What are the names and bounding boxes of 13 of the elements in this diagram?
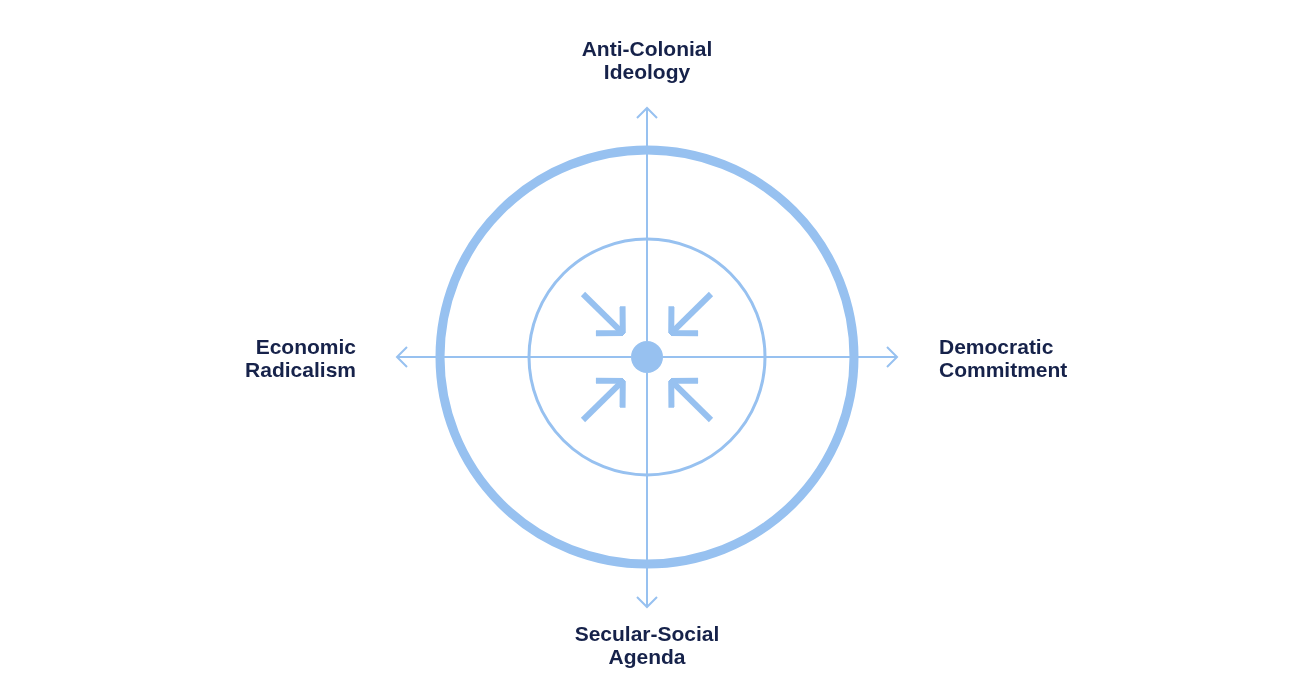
axis-arrow [636,107,658,342]
axis-label: Economic Radicalism [225,335,356,381]
inward-arrow [668,377,714,423]
axis-label: Secular-Social Agenda [557,622,737,668]
center-dot [631,341,663,373]
axis-arrow [662,346,898,368]
inward-arrow [580,377,626,423]
axis-arrow [396,346,632,368]
axis-arrow [636,372,658,608]
inward-arrow [668,291,714,337]
axis-label: Democratic Commitment [939,335,1099,381]
inward-arrow [580,291,626,337]
axis-label: Anti-Colonial Ideology [567,37,727,83]
